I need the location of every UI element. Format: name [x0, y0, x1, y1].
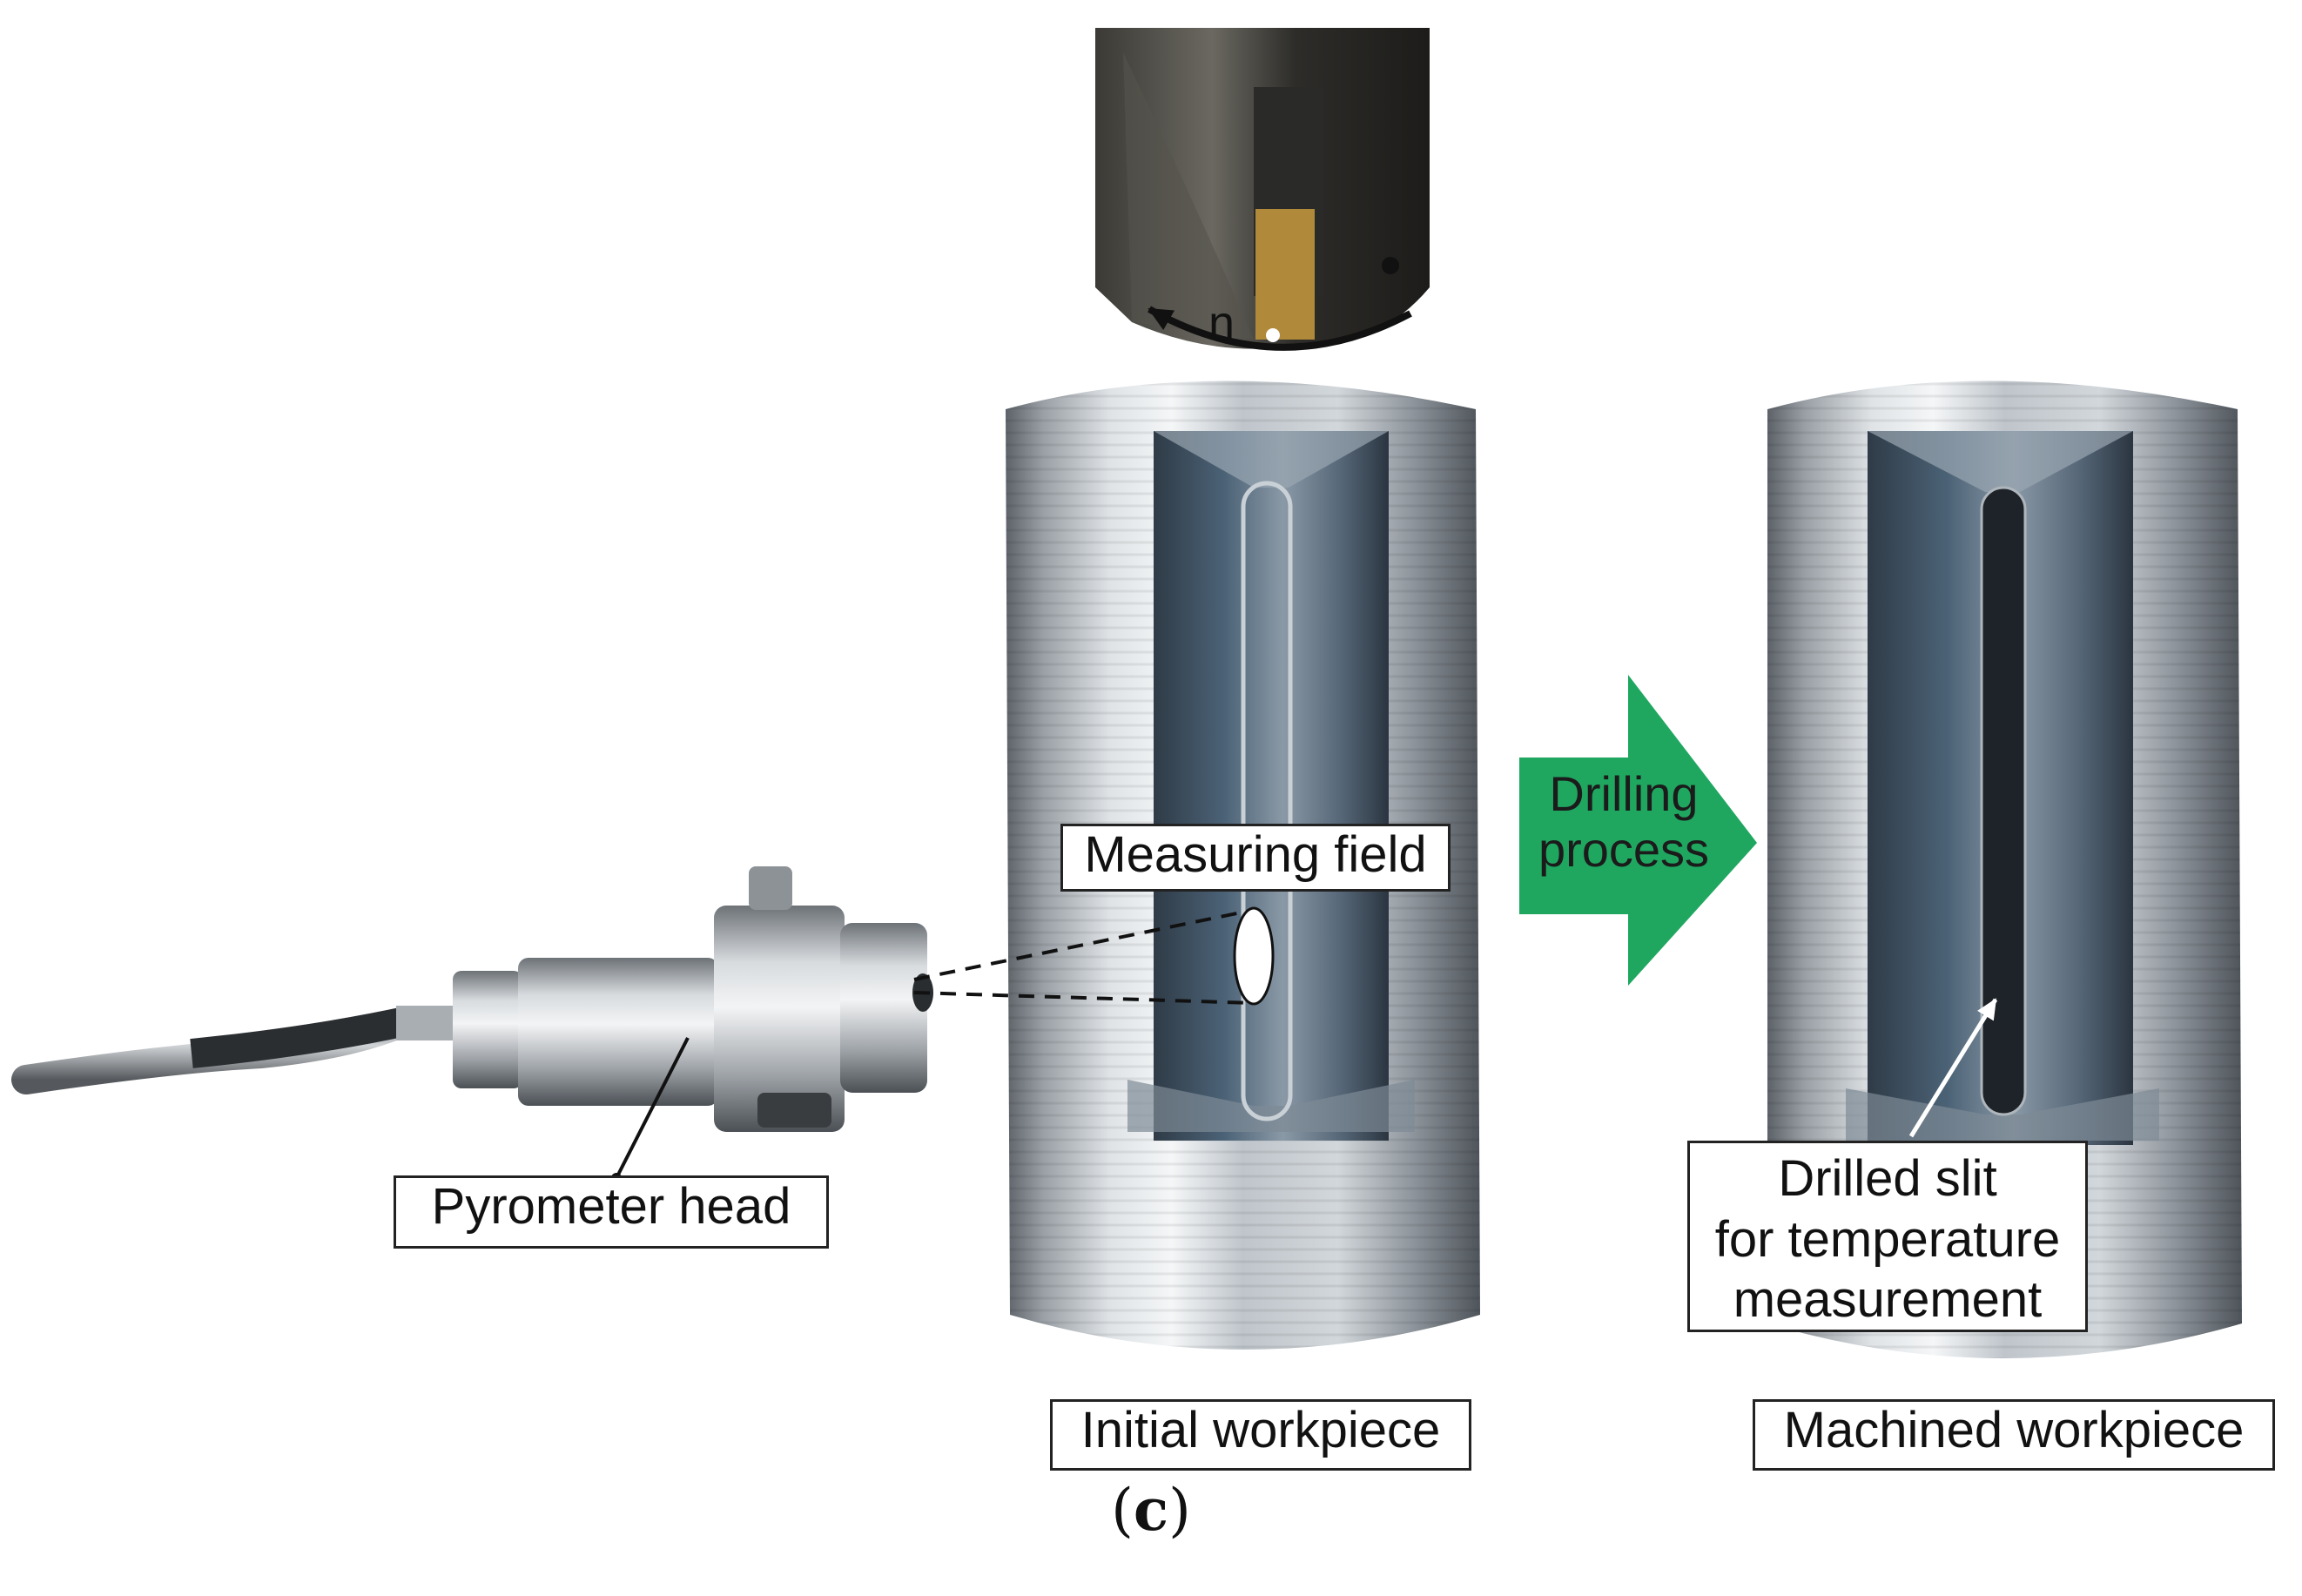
drilled-slit-label: Drilled slit for temperature measurement [1687, 1141, 2088, 1332]
cutting-insert [1255, 209, 1315, 340]
caption-open: ( [1111, 1477, 1134, 1544]
drilling-tool [1095, 28, 1430, 349]
machined-workpiece-image [1767, 380, 2242, 1358]
pyrometer-head-label: Pyrometer head [394, 1175, 829, 1249]
sight-line-bottom [913, 991, 1255, 1005]
initial-workpiece-label: Initial workpiece [1050, 1399, 1471, 1471]
right-arrow-icon [1519, 675, 1757, 986]
measuring-field-ellipse [1233, 906, 1275, 1006]
process-label: Drilling process [1519, 766, 1728, 879]
process-line-2: process [1538, 822, 1710, 878]
drilled-slit-line-2: for temperature [1714, 1210, 2061, 1268]
machined-workpiece-label: Machined workpiece [1753, 1399, 2275, 1471]
caption-letter: c [1133, 1476, 1169, 1544]
pyrometer-head-image [11, 866, 933, 1132]
caption-close: ) [1168, 1477, 1191, 1544]
leader-line-pyrometer [611, 1037, 690, 1183]
process-line-1: Drilling [1549, 766, 1699, 821]
curved-arrow-icon [1148, 306, 1412, 351]
measuring-field-label: Measuring field [1060, 824, 1451, 892]
leader-line-slit [1908, 998, 1998, 1138]
figure-caption: (c) [0, 1476, 2302, 1544]
rotation-symbol: n [1208, 297, 1235, 349]
drilled-slit-line-3: measurement [1733, 1271, 2043, 1329]
drilled-slit-line-1: Drilled slit [1778, 1150, 1997, 1207]
sight-line-top [913, 908, 1255, 981]
